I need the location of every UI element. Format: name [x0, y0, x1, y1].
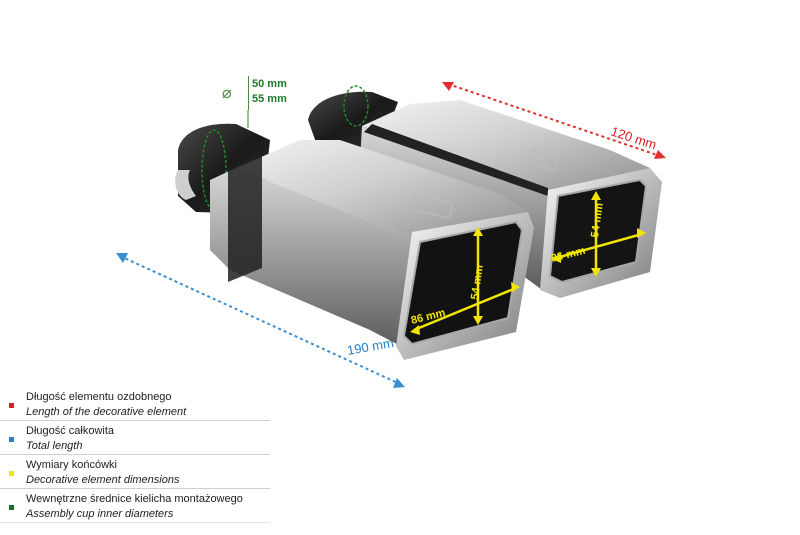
- cup-diameter-1: 50 mm: [252, 78, 287, 90]
- legend-label-en: Assembly cup inner diameters: [26, 508, 174, 520]
- legend-label-en: Length of the decorative element: [26, 406, 187, 418]
- legend-item-total-length: Długość całkowita Total length: [0, 421, 270, 455]
- cup-diameter-2: 55 mm: [252, 93, 287, 105]
- rear-body-band: [364, 124, 548, 196]
- decorative-length-line: [442, 82, 666, 159]
- legend-label-en: Decorative element dimensions: [26, 474, 180, 486]
- legend-label-pl: Wymiary końcówki: [26, 459, 117, 471]
- front-body-top: [236, 140, 528, 238]
- legend-item-tip-dimensions: Wymiary końcówki Decorative element dime…: [0, 455, 270, 489]
- front-tip-height-label: 54 mm: [469, 264, 486, 300]
- rear-tip-height-label: 54 mm: [589, 202, 606, 238]
- front-opening: [404, 222, 522, 344]
- rear-logo: [527, 149, 559, 171]
- legend-label-en: Total length: [26, 440, 83, 452]
- legend-item-cup-diameters: Wewnętrzne średnice kielicha montażowego…: [0, 489, 270, 523]
- legend: Długość elementu ozdobnego Length of the…: [0, 387, 270, 523]
- rear-pipe-collar: [343, 85, 369, 127]
- legend-dot-yellow: [9, 471, 14, 476]
- front-logo: [410, 193, 454, 219]
- legend-dot-green: [9, 505, 14, 510]
- front-pipe-mouth: [175, 170, 196, 200]
- legend-dot-blue: [9, 437, 14, 442]
- legend-label-pl: Wewnętrzne średnice kielicha montażowego: [26, 493, 243, 505]
- decorative-length-label: 120 mm: [609, 124, 658, 153]
- front-tip-dimension-arrows: [410, 227, 520, 335]
- front-tip: [175, 123, 534, 360]
- cup-diameter-callout: ⌀ 50 mm 55 mm: [222, 76, 302, 112]
- legend-label-pl: Długość elementu ozdobnego: [26, 391, 172, 403]
- rear-opening: [550, 180, 646, 282]
- total-length-label: 190 mm: [346, 335, 395, 358]
- legend-item-decorative-length: Długość elementu ozdobnego Length of the…: [0, 387, 270, 421]
- total-length-line: [116, 253, 405, 388]
- front-body-band: [228, 152, 262, 282]
- rear-body-top: [362, 100, 650, 196]
- legend-label-pl: Długość całkowita: [26, 425, 115, 437]
- diameter-icon: ⌀: [222, 83, 232, 102]
- legend-dot-red: [9, 403, 14, 408]
- diameter-divider: [248, 76, 249, 110]
- front-pipe-collar: [201, 129, 227, 211]
- rear-tip-dimension-arrows: [552, 191, 646, 277]
